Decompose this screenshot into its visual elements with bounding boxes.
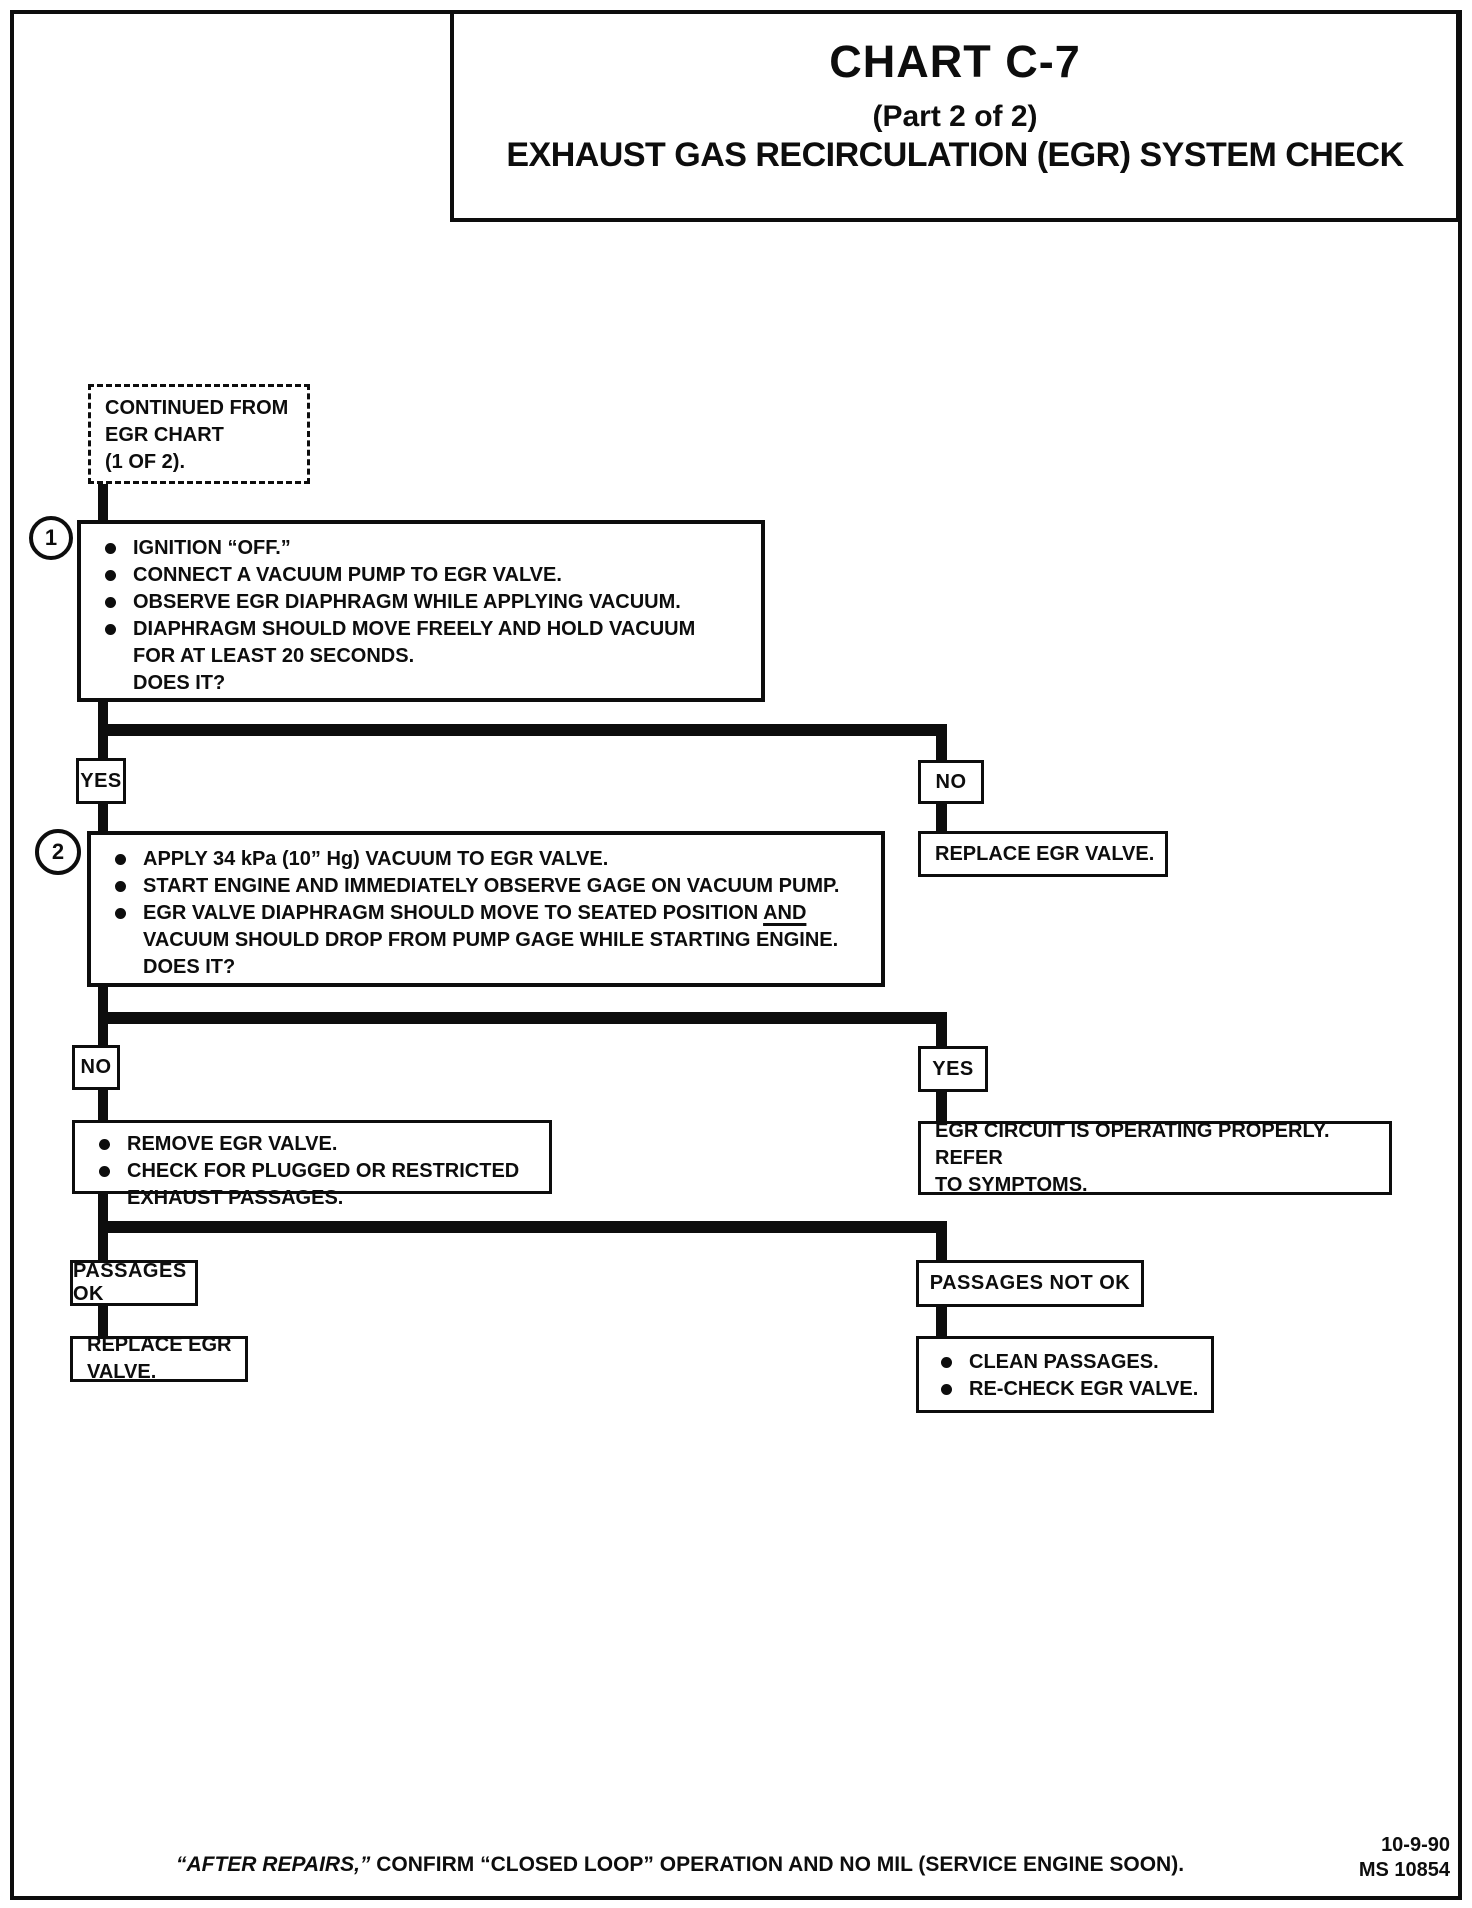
branch2-yes-result-box: EGR CIRCUIT IS OPERATING PROPERLY. REFER…	[918, 1119, 1392, 1196]
chart-title: CHART C-7	[829, 36, 1081, 87]
yes-text: YES	[80, 769, 122, 792]
passages-ok-label: PASSAGES OK	[70, 1260, 198, 1306]
passages-not-ok-text: PASSAGES NOT OK	[929, 1272, 1131, 1294]
chart-subtitle-part: (Part 2 of 2)	[872, 100, 1038, 133]
step1-bullet: CONNECT A VACUUM PUMP TO EGR VALVE.	[133, 564, 562, 586]
passages-ok-text: PASSAGES OK	[73, 1260, 187, 1305]
replace-egr-valve-text: REPLACE EGR VALVE.	[87, 1334, 238, 1383]
step2-box: APPLY 34 kPa (10” Hg) VACUUM TO EGR VALV…	[87, 831, 885, 987]
connector-start-to-step1	[98, 484, 108, 524]
date-stamp: 10-9-90	[1381, 1834, 1450, 1856]
step2-number: 2	[51, 839, 65, 864]
bullet-icon	[941, 1357, 952, 1368]
step2-bullet: START ENGINE AND IMMEDIATELY OBSERVE GAG…	[143, 875, 840, 897]
passages-ok-result-box: REPLACE EGR VALVE.	[70, 1334, 248, 1383]
branch1-no-result-box: REPLACE EGR VALVE.	[918, 831, 1168, 877]
clean-bullet: RE-CHECK EGR VALVE.	[969, 1378, 1199, 1400]
step2-bullet: EGR VALVE DIAPHRAGM SHOULD MOVE TO SEATE…	[143, 900, 806, 927]
passages-not-ok-result-box: CLEAN PASSAGES. RE-CHECK EGR VALVE.	[916, 1336, 1214, 1413]
step2-continuation: VACUUM SHOULD DROP FROM PUMP GAGE WHILE …	[143, 929, 839, 951]
branch2-no-bullet: CHECK FOR PLUGGED OR RESTRICTED EXHAUST …	[127, 1160, 525, 1209]
branch2-no-label: NO	[72, 1045, 120, 1090]
step2-bullet3-underlined: AND	[763, 902, 807, 924]
step1-number: 1	[44, 525, 58, 550]
step1-bullet: OBSERVE EGR DIAPHRAGM WHILE APPLYING VAC…	[133, 591, 681, 613]
bullet-icon	[99, 1166, 110, 1177]
branch2-no-result-box: REMOVE EGR VALVE. CHECK FOR PLUGGED OR R…	[72, 1120, 552, 1209]
connector-yes1-to-step2	[98, 802, 108, 835]
branch1-no-label: NO	[918, 760, 984, 804]
chart-subtitle-system: EXHAUST GAS RECIRCULATION (EGR) SYSTEM C…	[506, 136, 1404, 174]
bullet-icon	[105, 570, 116, 581]
branch2-yes-label: YES	[918, 1046, 988, 1092]
step1-bullet: IGNITION “OFF.”	[133, 537, 291, 559]
step1-continuation: FOR AT LEAST 20 SECONDS.	[133, 645, 415, 667]
bullet-icon	[115, 908, 126, 919]
step2-bullet3-text: EGR VALVE DIAPHRAGM SHOULD MOVE TO SEATE…	[143, 902, 764, 924]
connector-no1-to-result	[936, 802, 947, 835]
clean-bullet: CLEAN PASSAGES.	[969, 1351, 1159, 1373]
connector-no2-down	[98, 1088, 108, 1122]
egr-ok-line: EGR CIRCUIT IS OPERATING PROPERLY. REFER	[935, 1119, 1341, 1169]
step1-question: DOES IT?	[133, 672, 226, 694]
after-repairs-note: “AFTER REPAIRS,” CONFIRM “CLOSED LOOP” O…	[0, 1853, 1360, 1877]
start-box: CONTINUED FROM EGR CHART (1 OF 2).	[88, 384, 310, 484]
yes-text: YES	[932, 1057, 974, 1080]
no-text: NO	[80, 1056, 112, 1078]
doc-id-stamp: MS 10854	[1358, 1859, 1450, 1881]
bullet-icon	[99, 1139, 110, 1150]
start-box-line: (1 OF 2).	[105, 451, 186, 473]
branch2-no-bullet: REMOVE EGR VALVE.	[127, 1133, 338, 1155]
step2-number-circle: 2	[35, 829, 81, 875]
step1-box: IGNITION “OFF.” CONNECT A VACUUM PUMP TO…	[77, 520, 765, 702]
connector-step1-to-no	[936, 724, 947, 764]
bullet-icon	[105, 624, 116, 635]
start-box-line: CONTINUED FROM	[105, 397, 289, 419]
connector-yes2-down	[936, 1090, 947, 1123]
bullet-icon	[105, 597, 116, 608]
connector-passages-notok-down2	[936, 1305, 947, 1338]
step1-bullet: DIAPHRAGM SHOULD MOVE FREELY AND HOLD VA…	[133, 618, 696, 640]
after-repairs-rest: CONFIRM “CLOSED LOOP” OPERATION AND NO M…	[370, 1853, 1185, 1876]
connector-passages-ok-down	[98, 1304, 108, 1338]
after-repairs-italic: “AFTER REPAIRS,”	[175, 1853, 371, 1876]
bullet-icon	[115, 881, 126, 892]
passages-not-ok-label: PASSAGES NOT OK	[916, 1260, 1144, 1307]
bullet-icon	[115, 854, 126, 865]
branch1-yes-label: YES	[76, 758, 126, 804]
chart-title-box: CHART C-7 (Part 2 of 2) EXHAUST GAS RECI…	[450, 10, 1460, 222]
start-box-line: EGR CHART	[105, 424, 224, 446]
step2-question: DOES IT?	[143, 956, 236, 978]
egr-ok-line: TO SYMPTOMS.	[935, 1173, 1088, 1196]
bullet-icon	[105, 543, 116, 554]
no-text: NO	[935, 770, 967, 793]
step1-number-circle: 1	[29, 516, 73, 560]
bullet-icon	[941, 1384, 952, 1395]
connector-step2-branch	[98, 1012, 947, 1024]
step2-bullet: APPLY 34 kPa (10” Hg) VACUUM TO EGR VALV…	[143, 848, 609, 870]
replace-egr-valve-text: REPLACE EGR VALVE.	[935, 842, 1155, 865]
connector-step1-branch	[98, 724, 947, 736]
connector-step2-to-yes	[936, 1012, 947, 1048]
connector-passages-notok-down	[936, 1221, 947, 1262]
connector-passages-branch	[98, 1221, 947, 1233]
